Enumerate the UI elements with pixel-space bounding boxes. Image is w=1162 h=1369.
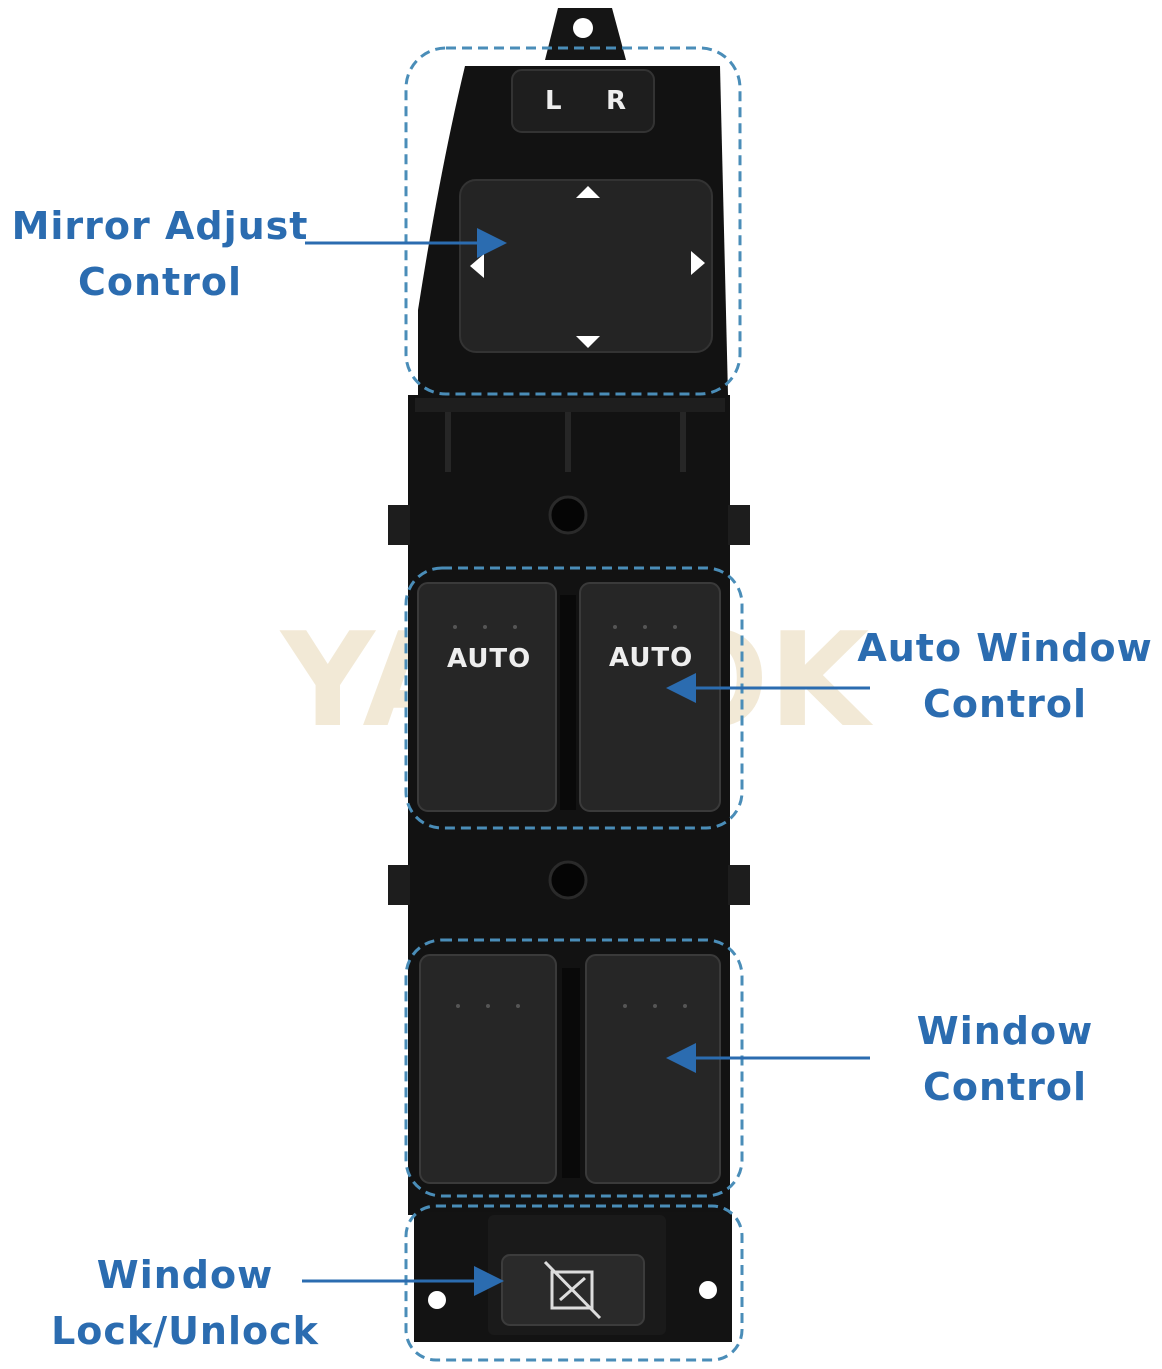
- callout-auto-window-line1: Auto Window: [857, 626, 1153, 670]
- arrow-down-icon: [576, 336, 600, 348]
- side-tab: [388, 505, 410, 545]
- side-tab: [728, 505, 750, 545]
- window-switch-right[interactable]: [585, 954, 721, 1184]
- auto-window-switch-right[interactable]: [579, 582, 721, 812]
- rib: [680, 402, 686, 472]
- mounting-hole-top: [573, 18, 593, 38]
- callout-auto-window-line2: Control: [922, 682, 1088, 726]
- rib-bar: [415, 398, 725, 412]
- mirror-right-label: R: [606, 86, 628, 116]
- auto-right-label: AUTO: [609, 643, 694, 673]
- callout-window-line1: Window: [916, 1009, 1094, 1053]
- side-tab: [728, 865, 750, 905]
- screw: [548, 495, 588, 535]
- rib: [445, 402, 451, 472]
- outline-lock: [404, 1204, 744, 1362]
- arrow-right-icon: [691, 251, 705, 275]
- arrow-left-icon: [470, 254, 484, 278]
- callout-mirror-line1: Mirror Adjust: [11, 204, 309, 248]
- callout-mirror: Mirror Adjust Control: [0, 198, 320, 310]
- side-tab: [388, 865, 410, 905]
- callout-lock-line2: Lock/Unlock: [51, 1309, 319, 1353]
- outline-auto-window: [404, 566, 744, 830]
- mounting-hole-right: [699, 1281, 717, 1299]
- callout-lock-line1: Window: [96, 1253, 274, 1297]
- callout-auto-window: Auto Window Control: [848, 620, 1162, 732]
- auto-left-label: AUTO: [447, 644, 532, 674]
- mirror-select-switch[interactable]: [511, 69, 655, 133]
- mirror-left-label: L: [545, 86, 563, 116]
- callout-mirror-line2: Control: [77, 260, 243, 304]
- mounting-hole-left: [428, 1291, 446, 1309]
- outline-window: [404, 938, 744, 1198]
- auto-window-switch-left[interactable]: [417, 582, 557, 812]
- outline-mirror: [404, 46, 742, 396]
- rib: [565, 402, 571, 472]
- switch-divider: [562, 968, 580, 1178]
- callout-window: Window Control: [885, 1003, 1125, 1115]
- screw: [548, 860, 588, 900]
- arrow-up-icon: [576, 186, 600, 198]
- switch-divider: [560, 595, 576, 810]
- window-lock-icon: [543, 1260, 602, 1320]
- mirror-adjust-pad[interactable]: [459, 179, 713, 353]
- window-switch-left[interactable]: [419, 954, 557, 1184]
- callout-lock: Window Lock/Unlock: [30, 1247, 340, 1359]
- callout-window-line2: Control: [922, 1065, 1088, 1109]
